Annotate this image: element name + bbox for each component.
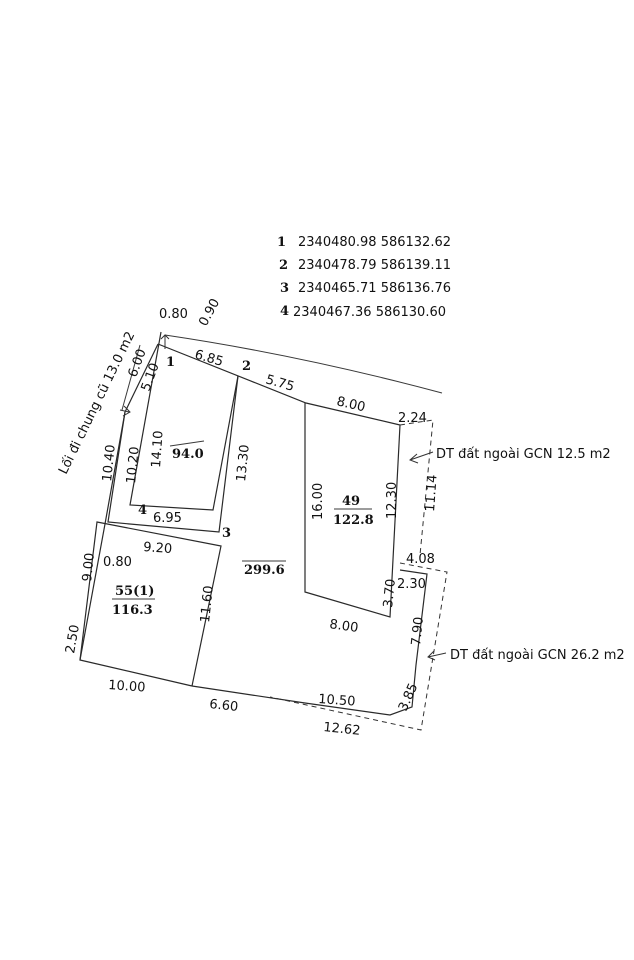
- dimension-label: 6.95: [153, 511, 182, 526]
- dimension-label: 10.00: [108, 678, 146, 696]
- point-label: 1: [166, 355, 175, 370]
- arrow-icon: [160, 334, 170, 349]
- dimension-label: 0.80: [103, 555, 132, 570]
- dimension-label: 7.90: [409, 616, 427, 646]
- dimension-label: 14.10: [149, 430, 167, 468]
- dimension-label: 4.08: [406, 552, 435, 567]
- area-parcel-number: 55(1): [115, 584, 154, 599]
- dimension-label: 6.60: [209, 697, 239, 715]
- dimension-label: 2.24: [398, 411, 427, 426]
- dimension-label: 12.62: [323, 720, 362, 739]
- common-path-note: Lối đi chung cũ 13.0 m2: [56, 329, 138, 476]
- common-path-line: [121, 344, 141, 411]
- dimension-label: 3.70: [381, 578, 399, 608]
- dimension-label: 0.80: [159, 307, 188, 322]
- dimension-label: 10.20: [124, 446, 143, 485]
- coord-point-number: 2: [279, 258, 288, 273]
- coord-point-number: 4: [280, 304, 289, 319]
- arrow-icon: [427, 650, 447, 661]
- lot-94-outline: [107, 343, 239, 533]
- dimension-label: 2.30: [397, 577, 426, 592]
- dimension-label: 16.00: [311, 483, 326, 520]
- coord-value: 2340465.71 586136.76: [298, 281, 451, 296]
- outside-area-1-dashed: [399, 419, 434, 556]
- dimension-label: 5.75: [264, 372, 296, 394]
- dimension-label: 11.60: [198, 585, 217, 624]
- area-label: 116.3: [112, 603, 153, 618]
- point-label: 2: [242, 359, 251, 374]
- dimension-label: 11.14: [423, 474, 441, 512]
- coord-point-number: 3: [280, 281, 289, 296]
- point-label: 4: [138, 503, 147, 518]
- dimension-label: 12.30: [385, 482, 400, 519]
- coord-value: 2340467.36 586130.60: [293, 305, 446, 320]
- dimension-label: 6.85: [193, 347, 225, 369]
- dimension-label: 2.50: [63, 624, 83, 655]
- outside-area-note-1: DT đất ngoài GCN 12.5 m2: [436, 447, 611, 462]
- dimension-label: 3.85: [396, 681, 421, 714]
- bottom-boundary: [191, 569, 428, 716]
- arrow-icon: [409, 451, 434, 464]
- arrow-icon: [119, 405, 131, 417]
- dimension-label: 8.00: [335, 394, 367, 415]
- dimension-label: 9.00: [80, 552, 98, 582]
- road-boundary-line: [164, 334, 443, 394]
- lot-1234-outline: [129, 331, 239, 511]
- lot-55-outline: [79, 521, 222, 687]
- coordinate-table: 1 2340480.98 586132.62 2 2340478.79 5861…: [277, 235, 451, 320]
- area-label: 299.6: [244, 563, 285, 578]
- coord-value: 2340480.98 586132.62: [298, 235, 451, 250]
- dimension-label: 10.50: [318, 692, 356, 710]
- area-label: 122.8: [333, 513, 374, 528]
- area-label: 94.0: [172, 447, 204, 462]
- area-parcel-number: 49: [342, 494, 360, 509]
- dimension-label: 0.90: [196, 296, 223, 329]
- dimension-label: 13.30: [234, 444, 253, 483]
- dimension-label: 8.00: [328, 617, 359, 636]
- left-boundary: [79, 411, 193, 687]
- dimension-label: 9.20: [143, 540, 173, 557]
- coord-value: 2340478.79 586139.11: [298, 258, 451, 273]
- point-label: 3: [222, 526, 231, 541]
- coord-point-number: 1: [277, 235, 286, 250]
- outside-area-note-2: DT đất ngoài GCN 26.2 m2: [450, 648, 625, 663]
- dimension-label: 10.40: [100, 444, 119, 483]
- area-overline: [169, 440, 205, 447]
- lot-49-outline: [157, 343, 401, 618]
